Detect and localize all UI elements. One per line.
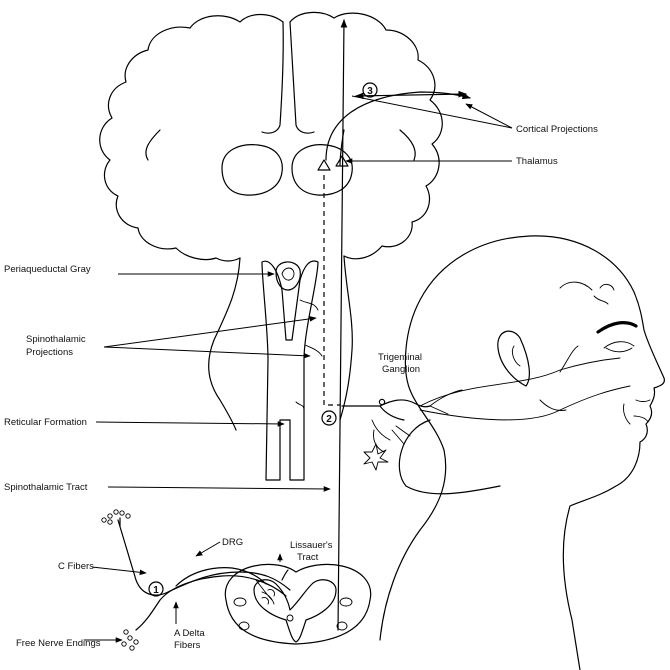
label-drg: DRG [222, 537, 243, 548]
trigeminal-nerve [341, 345, 631, 471]
peripheral-fibers [101, 509, 291, 651]
c-fiber-endings-icon [101, 509, 131, 525]
marker-3: 3 [362, 82, 378, 98]
ascending-tracts [317, 19, 471, 631]
labels: Periaqueductal Gray Spinothalamic Projec… [4, 124, 598, 651]
label-lissauers-tract-2: Tract [297, 552, 319, 563]
svg-text:3: 3 [367, 86, 373, 97]
label-thalamus: Thalamus [516, 156, 558, 167]
head-profile [379, 235, 665, 670]
trigeminal-ganglion-node [378, 398, 386, 406]
marker-2: 2 [321, 410, 337, 426]
label-c-fibers: C Fibers [58, 561, 94, 572]
label-trigeminal-ganglion-2: Ganglion [382, 364, 420, 375]
ear [497, 330, 530, 387]
label-spinothalamic-projections-1: Spinothalamic [26, 334, 86, 345]
spinal-cord-section [224, 563, 372, 645]
svg-text:1: 1 [153, 585, 159, 596]
brainstem [208, 255, 353, 481]
label-a-delta-fibers-2: Fibers [174, 640, 201, 651]
left-thalamus [221, 144, 283, 196]
label-trigeminal-ganglion-1: Trigeminal [378, 352, 422, 363]
label-spinothalamic-tract: Spinothalamic Tract [4, 482, 88, 493]
label-spinothalamic-projections-2: Projections [26, 347, 73, 358]
marker-1: 1 [148, 581, 164, 597]
label-cortical-projections: Cortical Projections [516, 124, 598, 135]
label-periaqueductal-gray: Periaqueductal Gray [4, 264, 91, 275]
right-thalamus [291, 144, 353, 196]
svg-text:2: 2 [326, 414, 332, 425]
free-nerve-endings-icon [121, 629, 139, 651]
brainstem-core [261, 260, 319, 481]
label-a-delta-fibers-1: A Delta [174, 628, 205, 639]
label-lissauers-tract-1: Lissauer's [290, 540, 333, 551]
pain-star-icon [363, 443, 389, 471]
brain-outline [99, 11, 443, 262]
leader-lines [84, 95, 513, 643]
label-free-nerve-endings: Free Nerve Endings [16, 638, 101, 649]
label-reticular-formation: Reticular Formation [4, 417, 87, 428]
periaqueductal-gray-shape [275, 261, 301, 291]
eyebrow [596, 321, 638, 334]
